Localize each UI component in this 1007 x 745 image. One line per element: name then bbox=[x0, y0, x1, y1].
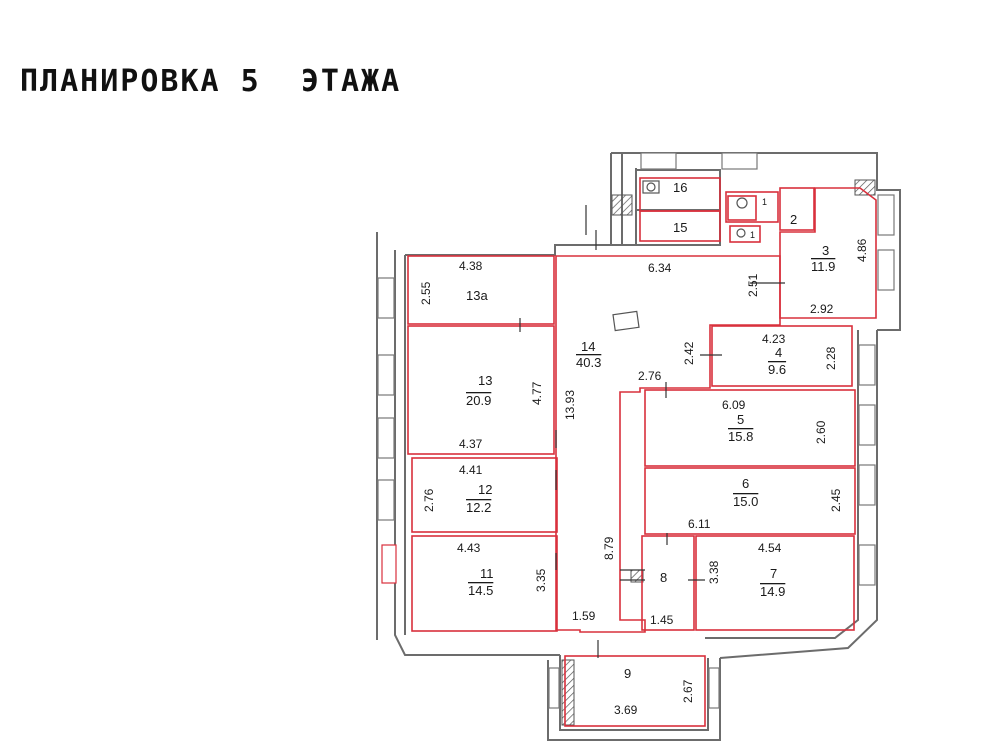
dim-3-35: 3.35 bbox=[534, 568, 548, 592]
room-3-area: 11.9 bbox=[811, 259, 835, 274]
room-12-area: 12.2 bbox=[466, 500, 491, 515]
dim-4-43: 4.43 bbox=[457, 541, 481, 555]
left-windows bbox=[377, 277, 397, 584]
room-4-label: 4 bbox=[775, 345, 782, 360]
room-1-label: 1 bbox=[762, 197, 767, 207]
dim-3-69: 3.69 bbox=[614, 703, 638, 717]
page-title: ПЛАНИРОВКА 5 ЭТАЖА bbox=[20, 64, 402, 99]
dim-3-38: 3.38 bbox=[707, 560, 721, 584]
room-5-area: 15.8 bbox=[728, 429, 753, 444]
dim-2-28: 2.28 bbox=[824, 346, 838, 370]
room-8-label: 8 bbox=[660, 570, 667, 585]
room-labels: 16 15 1 2 1 3 11.9 13a 14 40.3 4 9.6 13 … bbox=[466, 180, 835, 681]
dim-13-93: 13.93 bbox=[563, 390, 577, 420]
door-markers bbox=[519, 205, 785, 658]
dim-2-92: 2.92 bbox=[810, 302, 834, 316]
room-11-label: 11 bbox=[480, 566, 494, 581]
dim-2-76b: 2.76 bbox=[422, 488, 436, 512]
right-windows bbox=[548, 152, 895, 709]
room-11-area: 14.5 bbox=[468, 583, 493, 598]
dim-4-86: 4.86 bbox=[855, 238, 869, 262]
dim-6-34: 6.34 bbox=[648, 261, 672, 275]
room-7-label: 7 bbox=[770, 566, 777, 581]
dim-2-45: 2.45 bbox=[829, 488, 843, 512]
dim-4-54: 4.54 bbox=[758, 541, 782, 555]
fixtures bbox=[612, 180, 748, 332]
room-16-label: 16 bbox=[673, 180, 687, 195]
dim-2-60: 2.60 bbox=[814, 420, 828, 444]
dim-4-41: 4.41 bbox=[459, 463, 483, 477]
dim-4-23: 4.23 bbox=[762, 332, 786, 346]
room-5-label: 5 bbox=[737, 412, 744, 427]
room-3-label: 3 bbox=[822, 243, 829, 258]
room-13-area: 20.9 bbox=[466, 393, 491, 408]
room-13-label: 13 bbox=[478, 373, 492, 388]
room-7-area: 14.9 bbox=[760, 584, 785, 599]
dim-4-38: 4.38 bbox=[459, 259, 483, 273]
dim-8-79: 8.79 bbox=[602, 536, 616, 560]
room-15-label: 15 bbox=[673, 220, 687, 235]
room-outlines bbox=[407, 177, 877, 727]
dim-2-76a: 2.76 bbox=[638, 369, 662, 383]
room-9-label: 9 bbox=[624, 666, 631, 681]
room-12-label: 12 bbox=[478, 482, 492, 497]
room-14-area: 40.3 bbox=[576, 355, 601, 370]
dim-6-11: 6.11 bbox=[688, 517, 711, 531]
room-14-label: 14 bbox=[581, 339, 595, 354]
room-6-area: 15.0 bbox=[733, 494, 758, 509]
dim-1-45: 1.45 bbox=[650, 613, 674, 627]
dim-4-37: 4.37 bbox=[459, 437, 483, 451]
dimension-labels: 4.86 4.38 2.55 6.34 2.51 2.92 4.23 2.42 … bbox=[419, 238, 869, 717]
dim-1-59: 1.59 bbox=[572, 609, 596, 623]
dim-2-42: 2.42 bbox=[682, 341, 696, 365]
dim-2-67: 2.67 bbox=[681, 679, 695, 703]
outer-walls bbox=[376, 152, 901, 741]
dim-2-51: 2.51 bbox=[746, 273, 760, 297]
room-4-area: 9.6 bbox=[768, 362, 786, 377]
dim-4-77: 4.77 bbox=[530, 381, 544, 405]
room-2-label: 2 bbox=[790, 212, 797, 227]
room-13a-label: 13a bbox=[466, 288, 488, 303]
room-1b-label: 1 bbox=[750, 230, 755, 240]
dim-6-09: 6.09 bbox=[722, 398, 746, 412]
room-6-label: 6 bbox=[742, 476, 749, 491]
dim-2-55: 2.55 bbox=[419, 281, 433, 305]
